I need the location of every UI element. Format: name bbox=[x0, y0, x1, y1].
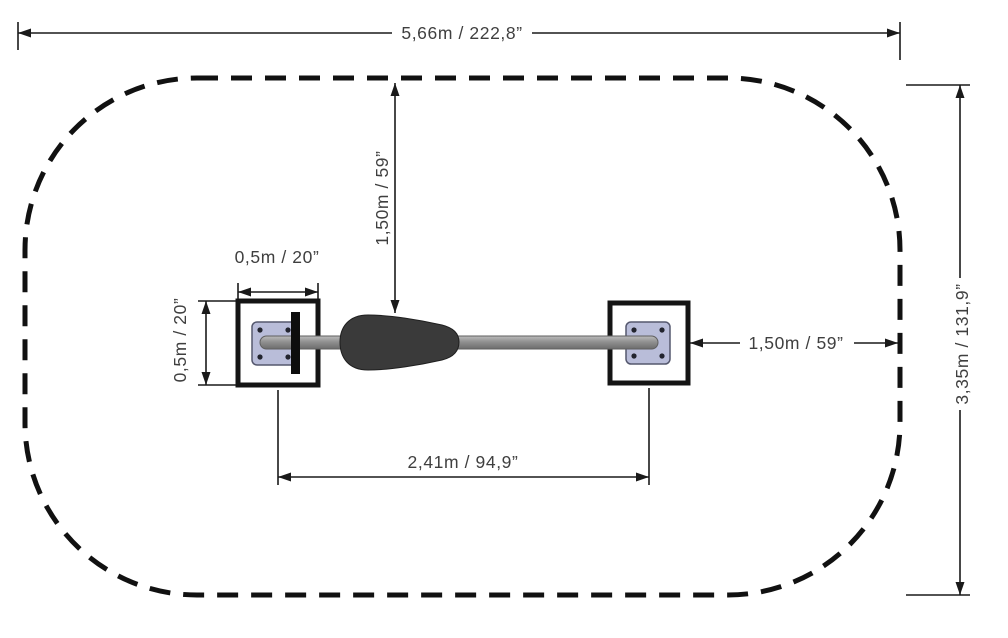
arrowhead-up-icon bbox=[390, 83, 400, 96]
arrowhead-right-icon bbox=[636, 472, 649, 482]
arrowhead-right-icon bbox=[305, 287, 318, 297]
arrowhead-up-icon bbox=[201, 301, 211, 314]
top-clearance-label: 1,50m / 59” bbox=[372, 150, 392, 245]
bolt-hole bbox=[285, 354, 291, 360]
overall-depth-label: 3,35m / 131,9” bbox=[952, 283, 972, 404]
arrowhead-left-icon bbox=[18, 28, 31, 38]
overall-width-label: 5,66m / 222,8” bbox=[401, 23, 522, 43]
top-clearance-dimension: 1,50m / 59” bbox=[372, 83, 400, 313]
arrowhead-left-icon bbox=[278, 472, 291, 482]
bolt-hole bbox=[659, 353, 665, 359]
side-clearance-label: 1,50m / 59” bbox=[748, 333, 843, 353]
overall-width-dimension: 5,66m / 222,8” bbox=[17, 22, 901, 60]
arrowhead-down-icon bbox=[955, 582, 965, 595]
bolt-hole bbox=[257, 327, 263, 333]
post-depth-label: 0,5m / 20” bbox=[170, 298, 190, 383]
arrowhead-right-icon bbox=[887, 28, 900, 38]
post-width-label: 0,5m / 20” bbox=[235, 247, 320, 267]
left-plate-bolt-holes bbox=[257, 327, 291, 360]
bolt-hole bbox=[257, 354, 263, 360]
bolt-hole bbox=[631, 327, 637, 333]
arrowhead-up-icon bbox=[955, 85, 965, 98]
post-width-dimension: 0,5m / 20” bbox=[235, 247, 320, 299]
seat-body bbox=[339, 314, 460, 371]
post-spacing-label: 2,41m / 94,9” bbox=[408, 452, 519, 472]
bolt-hole bbox=[285, 327, 291, 333]
post-spacing-dimension: 2,41m / 94,9” bbox=[277, 388, 650, 485]
bolt-hole bbox=[659, 327, 665, 333]
side-clearance-dimension: 1,50m / 59” bbox=[690, 333, 898, 353]
bolt-hole bbox=[631, 353, 637, 359]
arrowhead-down-icon bbox=[390, 300, 400, 313]
safety-zone-boundary bbox=[22, 75, 903, 598]
overall-depth-dimension: 3,35m / 131,9” bbox=[906, 84, 972, 596]
arrowhead-left-icon bbox=[690, 338, 703, 348]
right-plate-bolt-holes bbox=[631, 327, 665, 359]
arrowhead-left-icon bbox=[238, 287, 251, 297]
arrowhead-down-icon bbox=[201, 372, 211, 385]
arrowhead-right-icon bbox=[885, 338, 898, 348]
equipment bbox=[235, 298, 691, 388]
left-post-bar bbox=[291, 312, 300, 374]
post-depth-dimension: 0,5m / 20” bbox=[170, 298, 236, 386]
